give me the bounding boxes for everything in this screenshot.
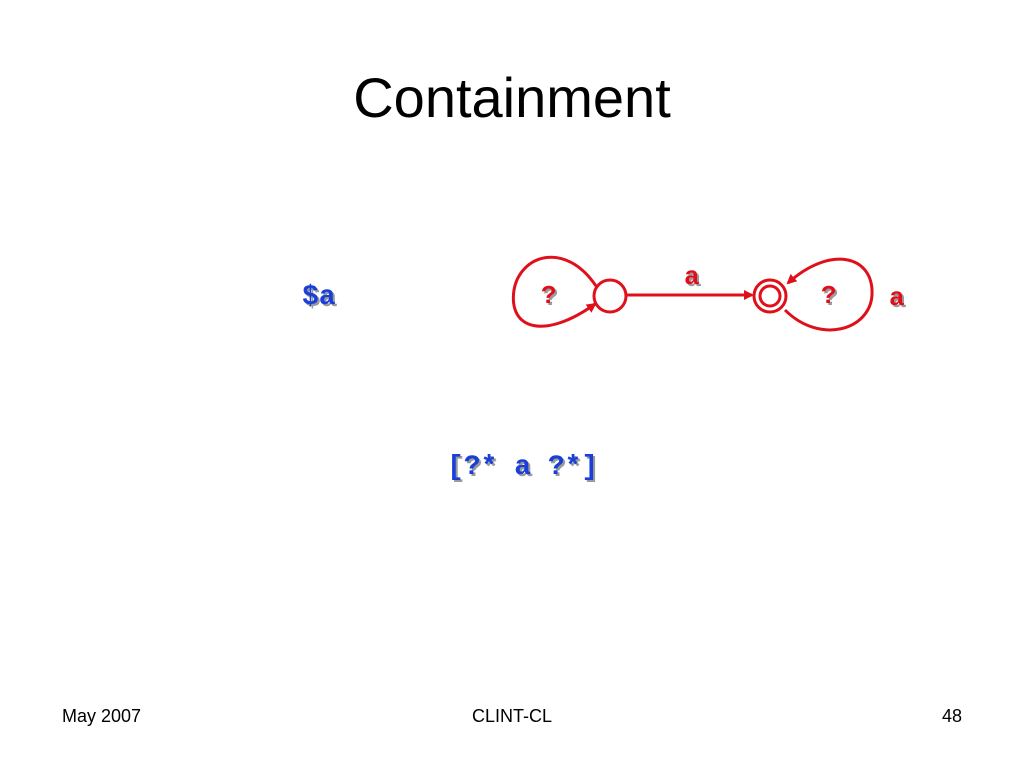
footer-title: CLINT-CL (471, 706, 552, 726)
regex-expression: [?* a ?*] (447, 452, 599, 483)
start-loop-label: ? (541, 281, 557, 311)
accept-state-inner (758, 284, 782, 308)
slide-title: Containment (353, 66, 671, 129)
footer-page-number: 48 (941, 706, 962, 726)
variable-label: $a (302, 282, 336, 313)
start-self-loop (511, 255, 598, 328)
accept-self-loop (783, 257, 874, 332)
start-state (592, 278, 628, 314)
accept-label: a (889, 283, 905, 313)
accept-loop-label: ? (821, 281, 837, 311)
footer-date: May 2007 (62, 706, 142, 726)
transition-label: a (684, 262, 700, 292)
